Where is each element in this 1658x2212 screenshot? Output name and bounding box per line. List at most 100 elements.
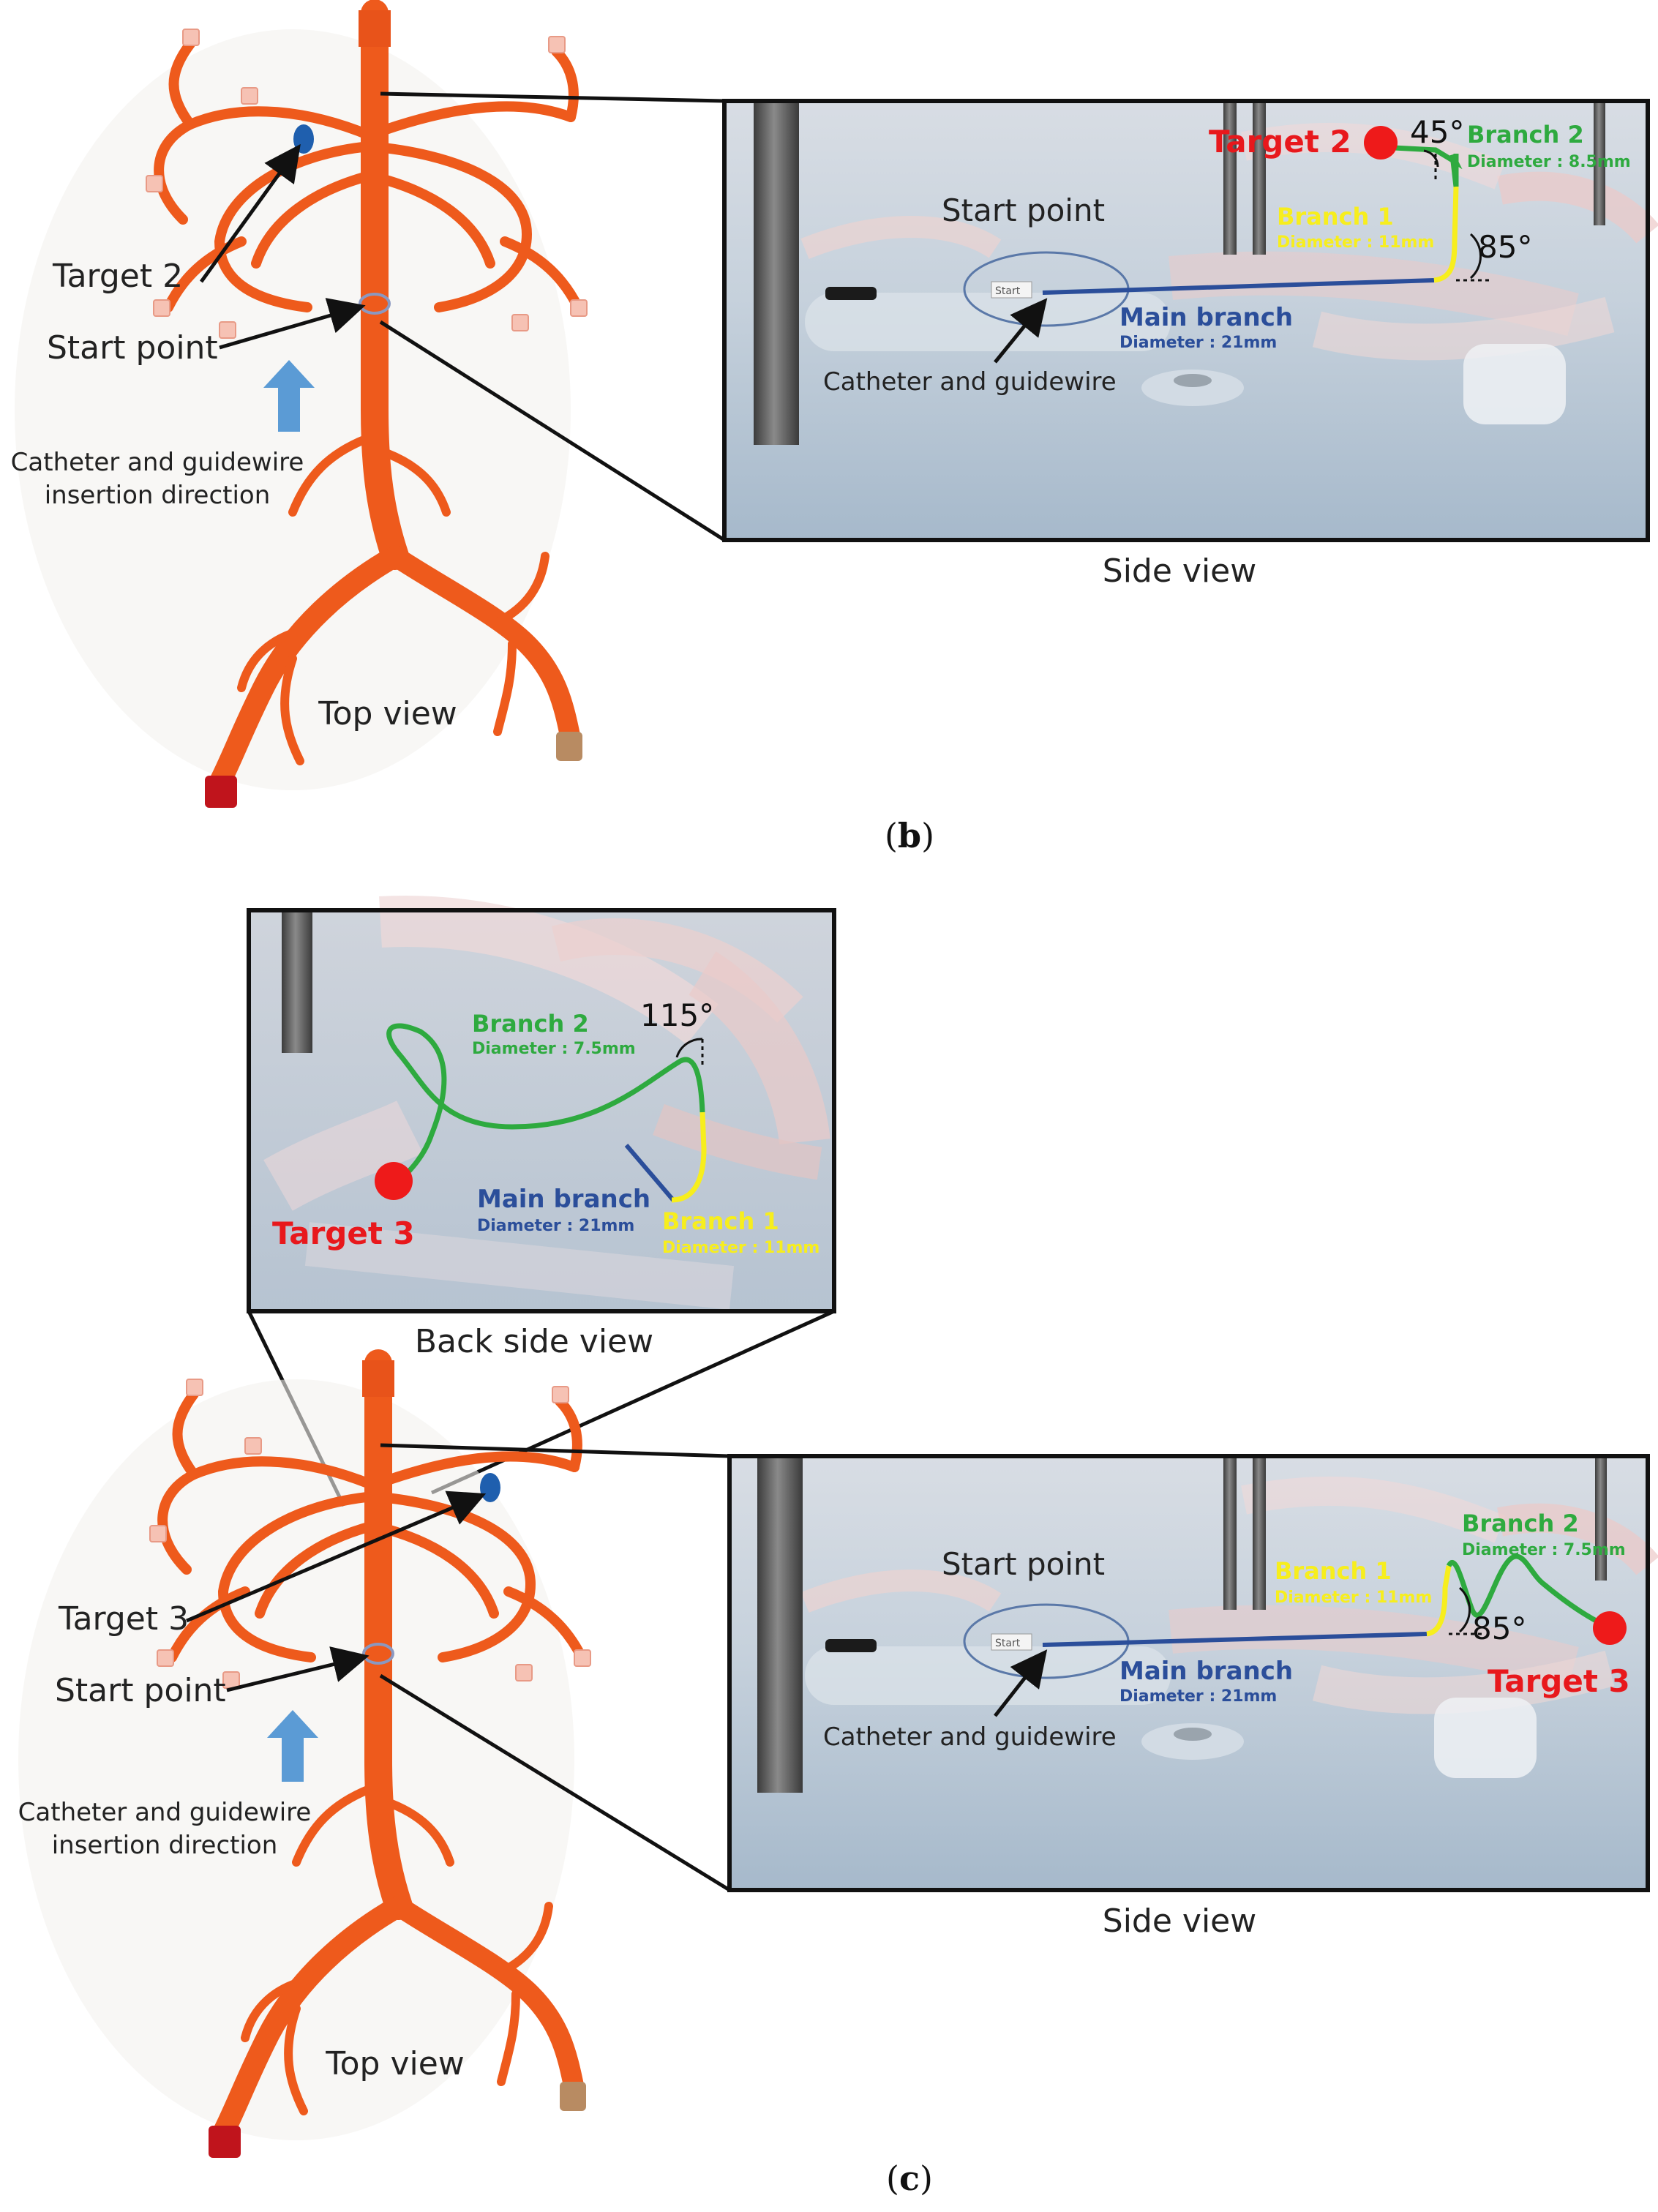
insertion-direction-arrow	[263, 360, 315, 432]
branch1-label-back: Branch 1	[662, 1207, 779, 1235]
branch1-diameter-b: Diameter : 11mm	[1277, 233, 1434, 252]
angle-45-arc	[1423, 149, 1439, 168]
vascular-phantom-top-view-c: Target 3 Start point Catheter and guidew…	[18, 1349, 591, 2158]
branch2-label-b: Branch 2	[1467, 121, 1584, 149]
branch-caps-c	[149, 1379, 591, 1689]
left-iliac	[209, 545, 406, 794]
angle-45-label: 45°	[1410, 114, 1464, 150]
angle-85-label: 85°	[1478, 229, 1532, 265]
right-iliac-c	[389, 1896, 585, 2099]
angle-85-arc	[1469, 233, 1482, 280]
main-branch-diameter-c: Diameter : 21mm	[1119, 1687, 1277, 1706]
main-branch-path-b	[1042, 278, 1435, 295]
insertion-direction-label-line1: Catheter and guidewire	[11, 448, 304, 477]
aorta-top-cap	[359, 10, 391, 47]
zoom-line-top-c	[380, 1443, 730, 1458]
side-view-photo-c: Start 85° Start point Catheter and guide…	[727, 1454, 1658, 1892]
aorta-trunk-c	[364, 1349, 413, 1920]
start-point-label-side-b: Start point	[942, 192, 1105, 228]
branch1-diameter-c: Diameter : 11mm	[1275, 1589, 1432, 1607]
target-2-marker	[293, 124, 314, 154]
right-iliac-cap-c	[560, 2082, 586, 2111]
target-3-dot-back	[375, 1162, 413, 1200]
zoom-line-top-b	[380, 91, 725, 103]
target-2-label-side-b: Target 2	[1209, 124, 1351, 160]
start-point-arrow	[219, 298, 366, 350]
start-tag-c: Start	[995, 1638, 1021, 1649]
iliac-side-branches	[237, 435, 549, 765]
branch2-label-c: Branch 2	[1462, 1510, 1579, 1537]
side-view-title-c: Side view	[1103, 1902, 1256, 1940]
branch-caps	[146, 29, 588, 339]
right-iliac-cap	[556, 732, 582, 761]
zoom-line-bottom-c	[379, 1673, 731, 1892]
target-3-label-back: Target 3	[272, 1215, 415, 1251]
main-branch-label-back: Main branch	[477, 1185, 650, 1214]
aorta-trunk	[361, 0, 409, 570]
vascular-phantom-top-view-b: Target 2 Start point Catheter and guidew…	[11, 0, 588, 808]
start-point-label-side-c: Start point	[942, 1546, 1105, 1582]
branch2-diameter-back: Diameter : 7.5mm	[472, 1040, 636, 1058]
main-branch-label-c: Main branch	[1119, 1657, 1293, 1686]
main-branch-diameter-b: Diameter : 21mm	[1119, 334, 1277, 352]
insertion-direction-arrow-c	[267, 1710, 318, 1782]
back-side-view-frame	[247, 908, 836, 1313]
target-3-label-side-c: Target 3	[1488, 1663, 1630, 1699]
catheter-arrow-side-b	[994, 298, 1048, 364]
branch2-path-c	[1446, 1553, 1608, 1629]
catheter-arrow-side-c	[994, 1649, 1048, 1717]
main-branch-path-back	[624, 1144, 675, 1201]
target-3-dot-c	[1593, 1611, 1627, 1645]
left-iliac-c	[212, 1895, 410, 2144]
zoom-line-back-right	[430, 1309, 836, 1495]
panel-caption-c: (c)	[886, 2159, 933, 2198]
catheter-label-side-c: Catheter and guidewire	[823, 1722, 1117, 1752]
branch1-diameter-back: Diameter : 11mm	[662, 1239, 819, 1257]
branch1-path-b	[1433, 186, 1459, 283]
angle-85-arc-c	[1458, 1586, 1471, 1633]
angle-115-label: 115°	[640, 997, 714, 1033]
branch1-label-b: Branch 1	[1277, 203, 1394, 230]
start-point-label-c: Start point	[55, 1672, 226, 1709]
main-branch-diameter-back: Diameter : 21mm	[477, 1217, 634, 1235]
branch1-path-back	[671, 1111, 707, 1203]
right-iliac	[385, 546, 581, 749]
branch2-label-back: Branch 2	[472, 1010, 589, 1038]
aorta-top-cap-c	[362, 1360, 394, 1397]
insertion-direction-label-line1-c: Catheter and guidewire	[18, 1798, 312, 1827]
branch1-label-c: Branch 1	[1275, 1557, 1392, 1585]
top-view-title-c: Top view	[325, 2045, 465, 2082]
target-3-marker	[480, 1473, 500, 1502]
start-point-label: Start point	[47, 329, 218, 367]
branch2-path-back	[386, 1023, 705, 1182]
side-view-frame-b	[722, 99, 1650, 542]
start-point-arrow-c	[226, 1646, 370, 1692]
branch2-diameter-c: Diameter : 7.5mm	[1462, 1541, 1626, 1559]
main-branch-label-b: Main branch	[1119, 303, 1293, 332]
target-3-arrow	[186, 1491, 487, 1623]
panel-c: 115° Branch 2 Diameter : 7.5mm Main bran…	[18, 896, 1658, 2198]
panel-b: Target 2 Start point Catheter and guidew…	[11, 0, 1658, 855]
top-view-title: Top view	[318, 695, 457, 732]
angle-85-label-c: 85°	[1472, 1611, 1526, 1646]
target-2-dot-b	[1364, 126, 1398, 160]
branch1-path-c	[1426, 1565, 1452, 1637]
side-view-frame-c	[727, 1454, 1650, 1892]
side-view-title-b: Side view	[1103, 552, 1256, 590]
main-branch-path-c	[1042, 1632, 1428, 1647]
iliac-side-branches-c	[241, 1785, 553, 2115]
target-2-label: Target 2	[52, 258, 183, 295]
zoom-line-bottom-b	[379, 320, 726, 542]
left-iliac-cap	[205, 776, 237, 808]
back-side-view-photo: 115° Branch 2 Diameter : 7.5mm Main bran…	[247, 896, 836, 1313]
target-3-label: Target 3	[58, 1600, 189, 1638]
side-view-photo-b: Start 45° 85° Start point Catheter and g…	[722, 99, 1658, 542]
insertion-direction-label-line2-c: insertion direction	[52, 1831, 278, 1860]
insertion-direction-label-line2: insertion direction	[45, 481, 271, 510]
left-iliac-cap-c	[209, 2126, 241, 2158]
panel-caption-b: (b)	[885, 816, 934, 855]
target-2-arrow	[199, 143, 301, 283]
start-tag-b: Start	[995, 285, 1021, 297]
catheter-label-side-b: Catheter and guidewire	[823, 367, 1117, 397]
